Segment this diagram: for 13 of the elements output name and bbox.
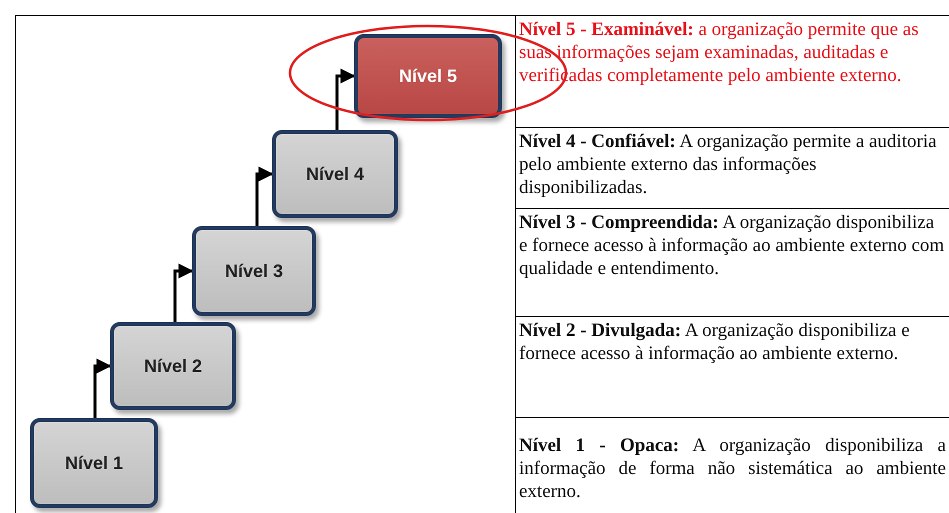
level-box: Nível 1 xyxy=(30,418,158,508)
level-description: Nível 3 - Compreendida: A organização disponibiliza e fornece acesso à informação ao ambiente externo com qualidade e entendimento. xyxy=(519,211,946,280)
arrow xyxy=(94,358,112,418)
level-box: Nível 5 xyxy=(354,34,502,118)
arrow xyxy=(174,264,194,322)
level-box: Nível 2 xyxy=(110,322,236,410)
level-description: Nível 2 - Divulgada: A organização disponibiliza e fornece acesso à informação ao ambiente externo. xyxy=(519,319,911,365)
level-description: Nível 4 - Confiável: A organização permite a auditoria pelo ambiente externo das informações disponibilizadas. xyxy=(519,130,938,199)
level-description: Nível 1 - Opaca: A organização disponibiliza a informação de forma não sistemática ao ambiente externo. xyxy=(519,434,946,503)
level-box: Nível 4 xyxy=(272,130,398,218)
level-box: Nível 3 xyxy=(192,226,316,316)
arrow xyxy=(256,166,274,226)
arrow xyxy=(336,68,356,130)
